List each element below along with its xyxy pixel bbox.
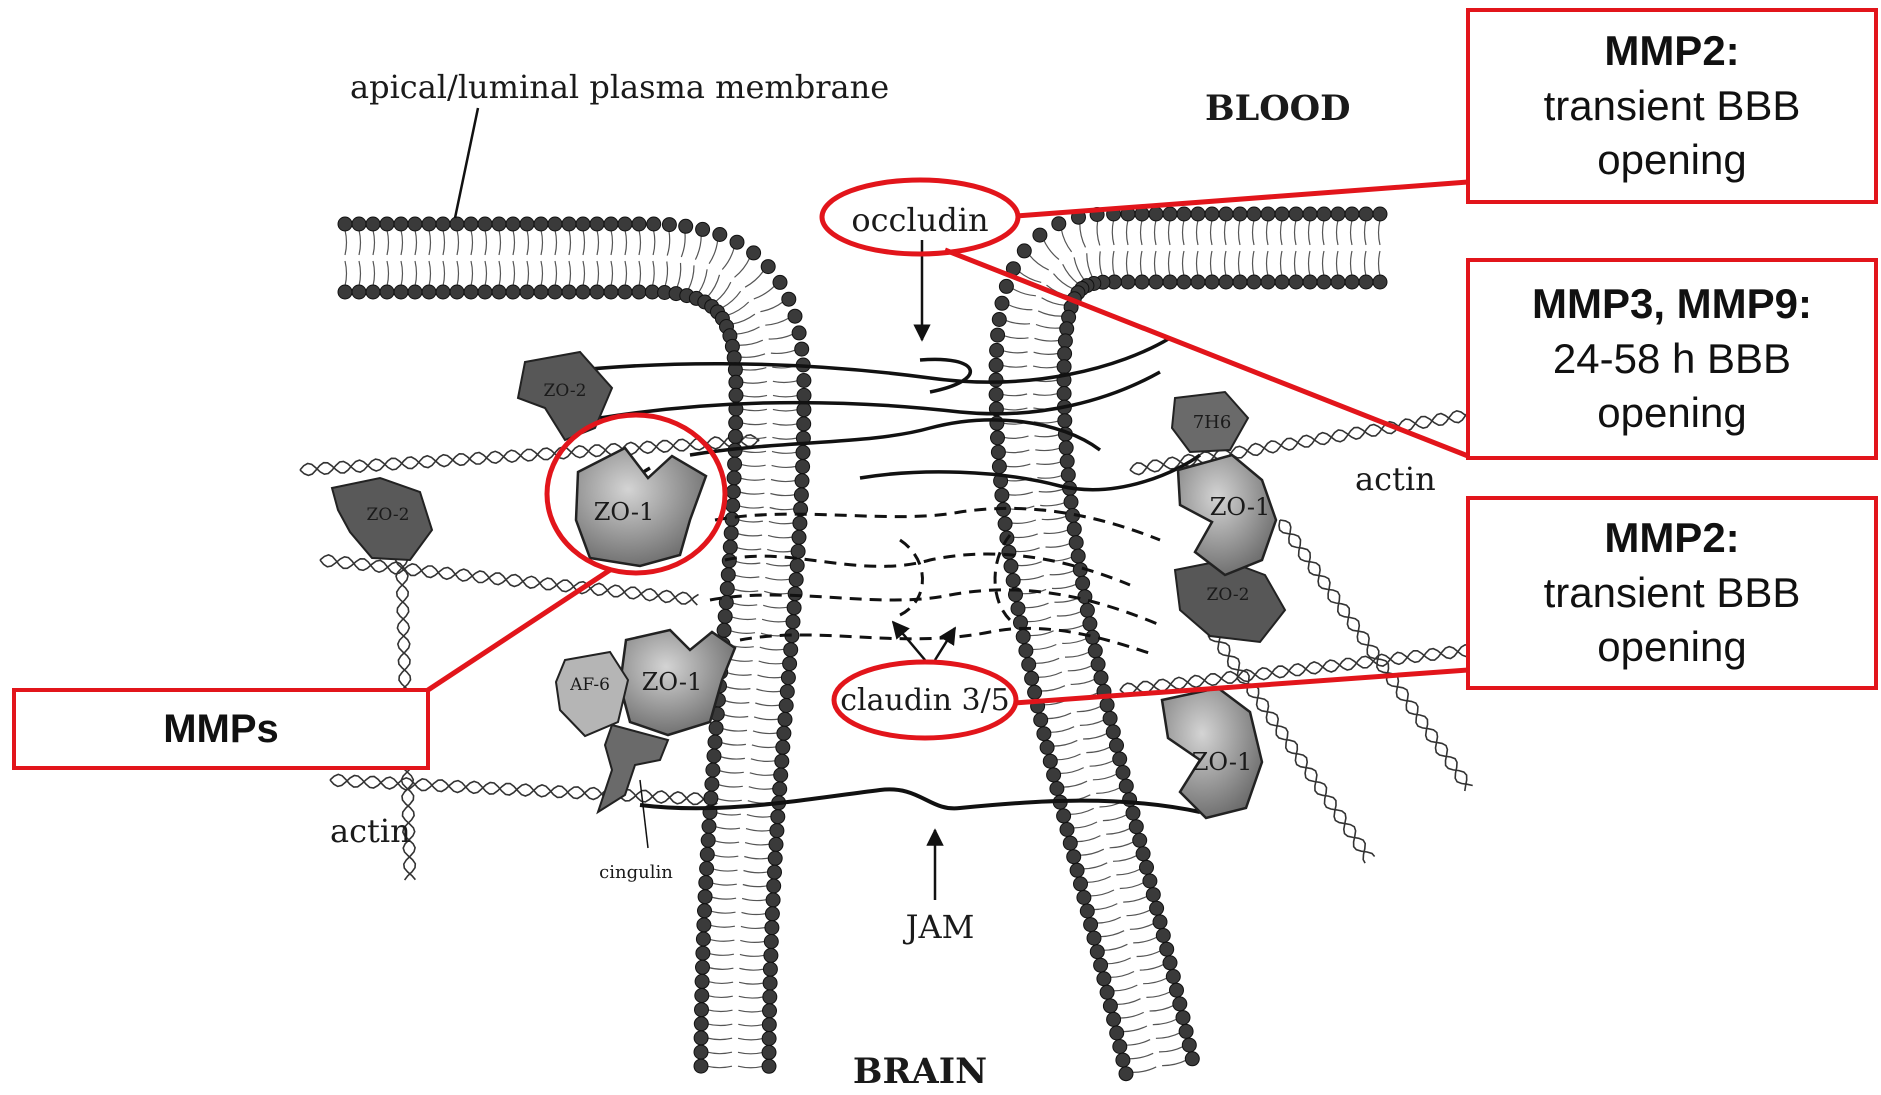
membrane-label: apical/luminal plasma membrane <box>350 68 889 106</box>
actin-label-left: actin <box>330 812 411 850</box>
actin-label-right: actin <box>1355 460 1436 498</box>
cingulin-protein: cingulin <box>598 725 673 883</box>
af6-label: AF-6 <box>569 675 610 695</box>
claudin-label: claudin 3/5 <box>840 683 1010 718</box>
occludin-label: occludin <box>851 201 988 239</box>
7h6-protein: 7H6 <box>1172 392 1248 452</box>
callout-mmp2-bottom-line1: transient BBB <box>1544 566 1801 621</box>
callout-mmp3-mmp9-title: MMP3, MMP9: <box>1532 277 1812 332</box>
callout-mmps-title: MMPs <box>163 703 279 755</box>
zo2-label-a: ZO-2 <box>544 381 587 401</box>
zo1-protein-right-lower: ZO-1 <box>1162 688 1262 818</box>
right-cell-membrane <box>989 207 1387 1081</box>
zo2-protein-b: ZO-2 <box>332 478 432 560</box>
zo1-label-right-upper: ZO-1 <box>1210 493 1271 521</box>
callout-mmp2-bottom-line2: opening <box>1597 620 1746 675</box>
jam-label: JAM <box>903 908 975 946</box>
callout-mmp2-top-title: MMP2: <box>1604 24 1739 79</box>
zo1-protein-circled: ZO-1 <box>576 448 706 566</box>
zo1-label-circled: ZO-1 <box>594 498 655 526</box>
blood-label: BLOOD <box>1205 88 1351 129</box>
callout-mmp3-mmp9-line1: 24-58 h BBB <box>1553 332 1791 387</box>
callout-mmp2-bottom-title: MMP2: <box>1604 511 1739 566</box>
zo1-label-lower-left: ZO-1 <box>642 668 703 696</box>
callout-mmps: MMPs <box>12 688 430 770</box>
claudin-arrow-a <box>893 622 925 660</box>
zo2-label-c: ZO-2 <box>1207 585 1250 605</box>
zo2-protein-a: ZO-2 <box>518 352 612 440</box>
callout-mmp2-top-line2: opening <box>1597 133 1746 188</box>
callout-mmp3-mmp9-line2: opening <box>1597 386 1746 441</box>
cingulin-label: cingulin <box>599 862 673 883</box>
callout-mmp2-top-line1: transient BBB <box>1544 79 1801 134</box>
callout-mmp2-top: MMP2: transient BBB opening <box>1466 8 1878 204</box>
af6-protein: AF-6 <box>556 652 628 736</box>
claudin-arrow-b <box>935 628 955 660</box>
callout-mmp3-mmp9: MMP3, MMP9: 24-58 h BBB opening <box>1466 258 1878 460</box>
zo2-label-b: ZO-2 <box>367 505 410 525</box>
zo1-protein-right-upper: ZO-1 <box>1178 455 1276 575</box>
brain-label: BRAIN <box>853 1051 987 1090</box>
membrane-label-pointer <box>455 108 478 218</box>
zo1-label-right-lower: ZO-1 <box>1192 748 1253 776</box>
callout-mmp2-bottom: MMP2: transient BBB opening <box>1466 496 1878 690</box>
7h6-label: 7H6 <box>1193 412 1232 433</box>
